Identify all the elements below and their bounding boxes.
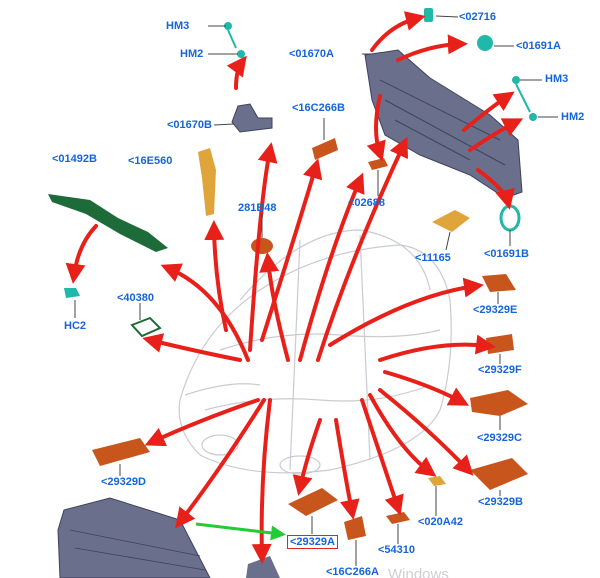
label-hm2-top[interactable]: HM2 [180, 48, 204, 60]
label-29329b[interactable]: <29329B [478, 496, 523, 508]
underbody-shield-part [57, 497, 211, 578]
label-01492b[interactable]: <01492B [52, 153, 97, 165]
clip-02716-part [424, 8, 433, 22]
label-281b48[interactable]: 281B48 [238, 202, 277, 214]
deflector-16e560-part [198, 148, 216, 216]
label-16e560[interactable]: <16E560 [128, 155, 173, 167]
label-29329d[interactable]: <29329D [101, 476, 146, 488]
label-29329c[interactable]: <29329C [477, 432, 522, 444]
label-40380[interactable]: <40380 [117, 292, 155, 304]
pointer-arrows [65, 11, 524, 564]
label-hm3-top[interactable]: HM3 [166, 20, 190, 32]
bracket-02688-part [368, 158, 388, 170]
label-16c266b[interactable]: <16C266B [292, 102, 345, 114]
shield-29329a-part [288, 488, 338, 516]
windows-watermark: Windows [388, 566, 449, 578]
label-29329e[interactable]: <29329E [473, 304, 518, 316]
panel-11165-part [432, 210, 470, 232]
leader-lines [74, 15, 558, 566]
label-01691b[interactable]: <01691B [484, 248, 529, 260]
highlight-arrow [195, 522, 286, 541]
label-29329f[interactable]: <29329F [478, 364, 522, 376]
connector-hm3-top-part [224, 22, 232, 30]
label-16c266a[interactable]: <16C266A [326, 566, 379, 578]
connector-hm2-right-part [529, 113, 537, 121]
label-29329a-highlighted[interactable]: <29329A [287, 535, 338, 549]
clip-020a42-part [428, 476, 446, 486]
label-hc2[interactable]: HC2 [64, 320, 87, 332]
label-02688[interactable]: <02688 [348, 197, 386, 209]
shield-29329d-part [92, 438, 150, 466]
label-01670a[interactable]: <01670A [289, 48, 334, 60]
deflector-16c266b-part [312, 138, 338, 160]
shield-29329e-part [482, 274, 516, 292]
label-54310[interactable]: <54310 [378, 544, 416, 556]
label-01691a[interactable]: <01691A [516, 40, 561, 52]
deflector-16c266a-part [344, 516, 366, 540]
pad-281b48-part [251, 238, 273, 254]
label-11165[interactable]: <11165 [415, 252, 451, 264]
label-hm3-right[interactable]: HM3 [545, 73, 569, 85]
connector-hm3-right-part [512, 76, 520, 84]
label-02716[interactable]: <02716 [459, 11, 497, 23]
ring-01691b-part [499, 204, 521, 232]
label-01670b[interactable]: <01670B [167, 119, 212, 131]
shield-29329f-part [486, 334, 514, 354]
connector-hm2-top-part [237, 50, 245, 58]
bracket-40380-part [130, 316, 162, 338]
label-hm2-right[interactable]: HM2 [561, 111, 585, 123]
clip-hc2-part [64, 288, 80, 298]
label-020a42[interactable]: <020A42 [418, 516, 463, 528]
shield-29329c-part [470, 390, 528, 416]
bracket-54310-part [386, 512, 410, 524]
seal-01492b-part [48, 194, 168, 252]
shield-29329b-part [470, 458, 528, 490]
grommet-01691a-part [477, 35, 493, 51]
bracket-01670b-part [231, 103, 273, 133]
